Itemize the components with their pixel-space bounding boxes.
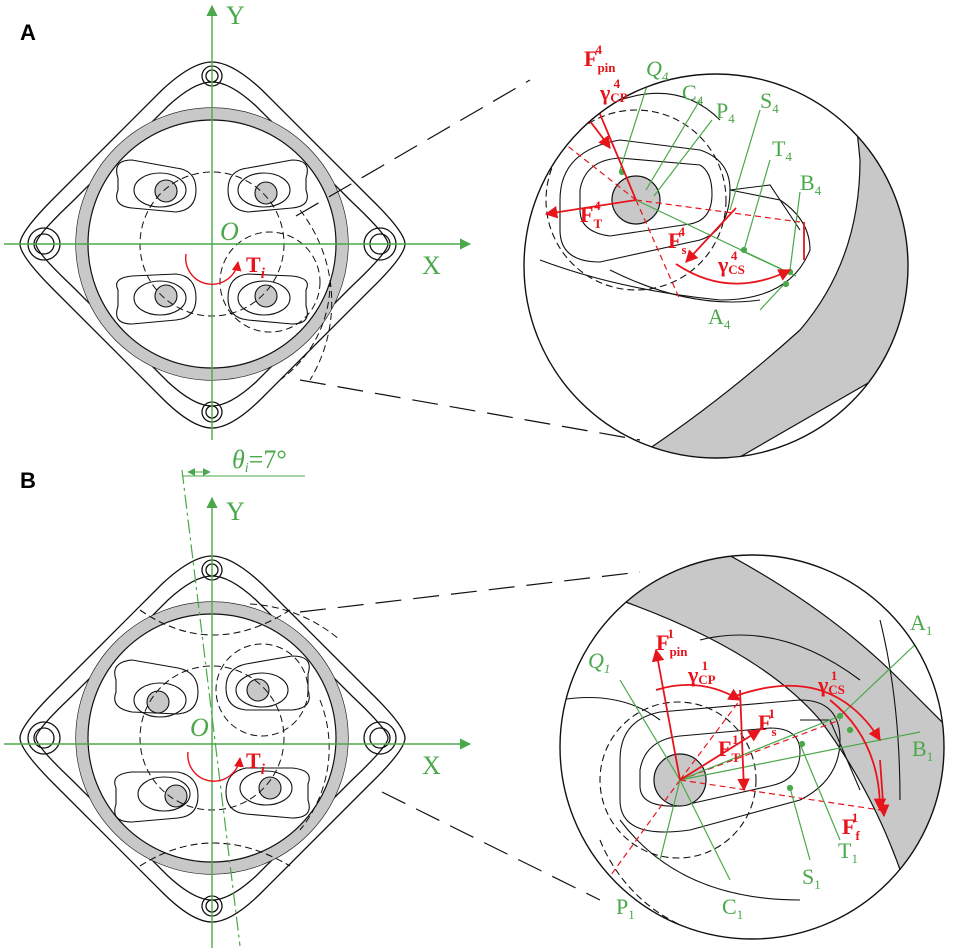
detail-b: Fpin1 γCP1 γCS1 Q1 A1 B1 Fs1 FT1 Ff1 P1 … [559, 554, 945, 940]
torque-label-b: Ti [246, 748, 266, 778]
b-label-b: B1 [912, 736, 933, 764]
pins-a [154, 179, 278, 308]
x-axis-label-a: X [422, 251, 441, 280]
panel-letter-a: A [20, 20, 36, 45]
p-label-a: P4 [716, 98, 735, 126]
zoom-line-bottom-a [299, 379, 641, 441]
panel-letter-b: B [20, 468, 36, 493]
f-t-label-a: FT4 [580, 198, 602, 231]
a-label-b: A1 [910, 610, 932, 638]
f-pin-label-a: Fpin4 [584, 42, 616, 75]
torque-arc-a [184, 253, 242, 286]
rotated-axis-b [181, 469, 241, 947]
zoom-line-top-b [299, 571, 641, 613]
panel-b: B [4, 445, 945, 948]
t-label-b: T1 [838, 838, 858, 866]
angle-label-b: θi=7° [232, 445, 287, 476]
origin-label-a: O [220, 217, 239, 246]
zoom-line-top-a [295, 79, 531, 217]
y-axis-label-b: Y [226, 497, 245, 526]
t-label-a: T4 [772, 136, 792, 164]
rollers-b [114, 609, 310, 867]
gamma-cs-label-b: γCS1 [817, 668, 845, 697]
b-label-a: B4 [800, 170, 822, 198]
s-label-b: S1 [802, 864, 821, 892]
x-axis-label-b: X [422, 751, 441, 780]
f-s-label-a: Fs4 [668, 224, 687, 257]
rollers-a [116, 159, 308, 325]
gamma-cs-label-a: γCS4 [717, 248, 745, 277]
y-axis-label-a: Y [226, 1, 245, 30]
a-label-a: A4 [708, 304, 731, 332]
q-label-a: Q4 [646, 56, 669, 84]
panel-a: A [4, 1, 909, 459]
p-label-b: P1 [616, 894, 635, 922]
q-label-b: Q1 [588, 648, 610, 676]
gamma-cp-label-b: γCP1 [687, 658, 716, 687]
detail-circle-a [523, 73, 909, 459]
gamma-cp-label-a: γCP4 [599, 76, 628, 105]
origin-label-b: O [190, 713, 209, 742]
pins-b [146, 678, 282, 808]
f-f-label-b: Ff1 [842, 810, 860, 843]
detail-circle-b [559, 554, 945, 940]
zoom-line-bottom-b [381, 791, 601, 901]
c-label-a: C4 [682, 80, 704, 108]
torque-arc-b [187, 751, 244, 782]
c-label-b: C1 [722, 894, 743, 922]
detail-a: Fpin4 γCP4 Q4 C4 P4 S4 T4 B4 FT4 Fs4 γCS… [523, 42, 909, 459]
torque-label-a: Ti [246, 252, 266, 282]
f-t-label-b: FT1 [718, 732, 740, 765]
s-label-a: S4 [760, 88, 779, 116]
f-pin-label-b: Fpin1 [656, 626, 688, 659]
f-s-label-b: Fs1 [758, 706, 777, 739]
